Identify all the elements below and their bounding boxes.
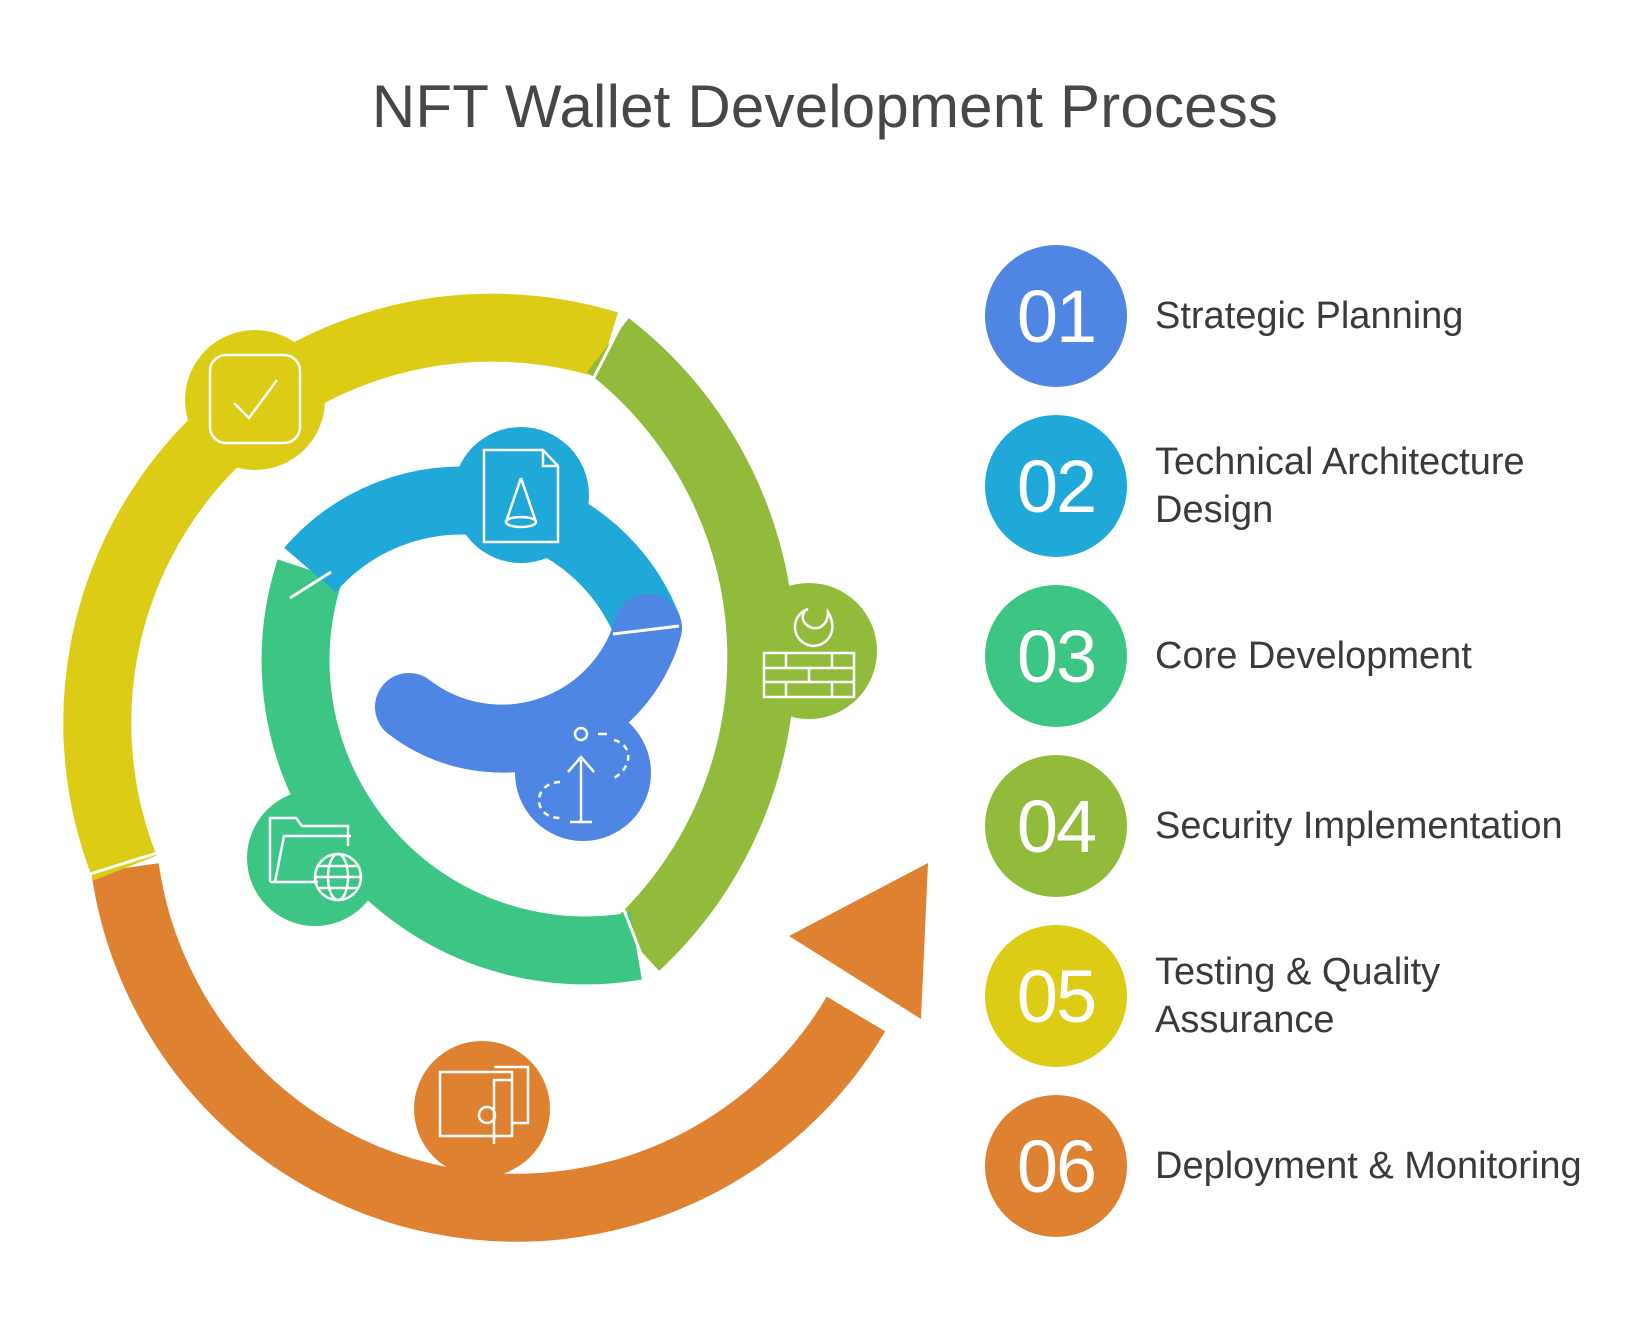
firewall-icon — [741, 583, 877, 719]
step-number: 04 — [1016, 784, 1097, 868]
checkbox-icon — [185, 330, 325, 470]
spiral-diagram — [63, 293, 928, 1242]
step-number-badge: 03 — [985, 585, 1127, 727]
step-4: 04 Security Implementation — [985, 755, 1605, 897]
step-number: 03 — [1016, 614, 1097, 698]
folder-globe-icon — [247, 790, 383, 926]
arrowhead — [789, 863, 928, 1019]
step-label: Strategic Planning — [1155, 295, 1464, 337]
page-title: NFT Wallet Development Process — [371, 73, 1279, 140]
wallet-icon — [414, 1041, 550, 1177]
upload-arrow-icon — [515, 705, 651, 841]
step-number-badge: 01 — [985, 245, 1127, 387]
step-number-badge: 02 — [985, 415, 1127, 557]
step-label: Testing & Quality Assurance — [1155, 951, 1441, 1041]
document-blueprint-icon — [453, 427, 589, 563]
step-3: 03 Core Development — [985, 585, 1605, 727]
step-label: Technical Architecture Design — [1155, 441, 1525, 531]
step-label: Security Implementation — [1155, 805, 1563, 847]
step-label: Core Development — [1155, 635, 1472, 677]
step-number: 01 — [1016, 274, 1097, 358]
step-1: 01 Strategic Planning — [985, 245, 1605, 387]
step-2: 02 Technical Architecture Design — [985, 415, 1605, 557]
step-6: 06 Deployment & Monitoring — [985, 1095, 1605, 1237]
step-5: 05 Testing & Quality Assurance — [985, 925, 1605, 1067]
spiral-segment-5 — [63, 293, 618, 881]
step-number: 06 — [1016, 1124, 1097, 1208]
step-number: 05 — [1016, 954, 1097, 1038]
spiral-segment-6 — [91, 863, 886, 1242]
step-number-badge: 04 — [985, 755, 1127, 897]
step-label: Deployment & Monitoring — [1155, 1145, 1582, 1187]
step-number-badge: 05 — [985, 925, 1127, 1067]
step-number: 02 — [1016, 444, 1097, 528]
step-number-badge: 06 — [985, 1095, 1127, 1237]
